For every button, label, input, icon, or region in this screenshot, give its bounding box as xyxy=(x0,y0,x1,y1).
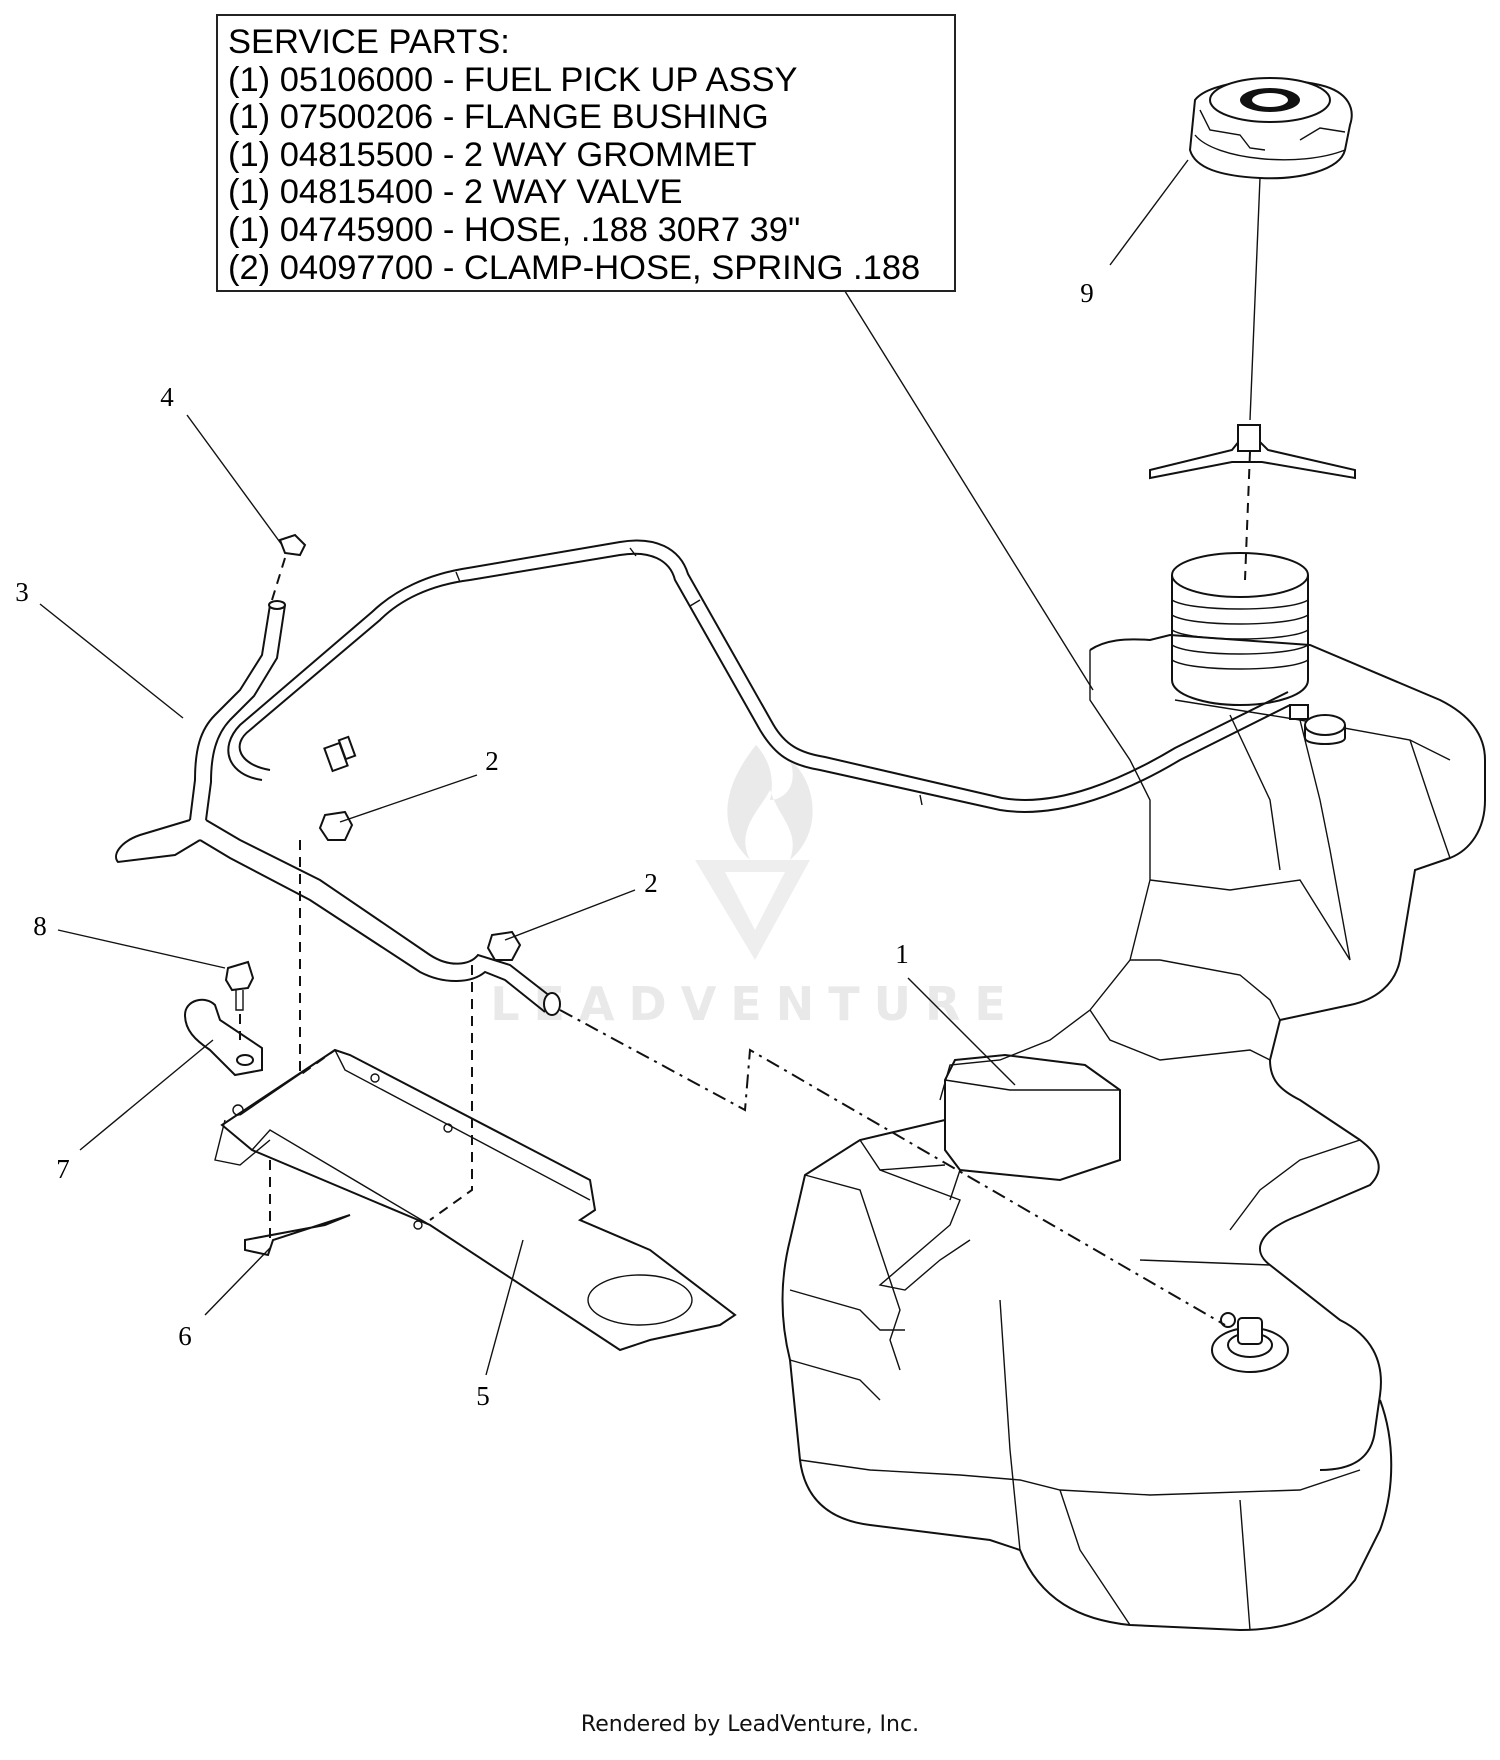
fuel-tank xyxy=(781,552,1486,1632)
callout-3: 3 xyxy=(15,577,29,607)
service-part-line: (1) 04815500 - 2 WAY GROMMET xyxy=(228,135,757,174)
cap-dashed-leader xyxy=(1244,451,1251,581)
foam-strip xyxy=(244,1214,351,1257)
service-part-line: (1) 04815400 - 2 WAY VALVE xyxy=(228,173,683,212)
fuel-hose xyxy=(115,600,561,1016)
callout-8: 8 xyxy=(33,911,47,941)
callout-4: 4 xyxy=(160,382,174,412)
hose-clip xyxy=(278,533,307,557)
service-part-line: (1) 05106000 - FUEL PICK UP ASSY xyxy=(228,60,798,99)
callout-9: 9 xyxy=(1080,278,1094,308)
footer-credit: Rendered by LeadVenture, Inc. xyxy=(580,1712,920,1737)
callout-5: 5 xyxy=(476,1381,490,1411)
assembly-dashed-line-b xyxy=(299,840,336,1077)
leadventure-watermark: LEADVENTURE xyxy=(490,745,1020,1031)
pickup-dashdot-line xyxy=(559,1009,1226,1326)
leader-lines xyxy=(39,159,1189,1376)
service-part-line: (2) 04097700 - CLAMP-HOSE, SPRING .188 xyxy=(228,248,921,287)
service-part-line: (1) 04745900 - HOSE, .188 30R7 39" xyxy=(228,210,801,249)
callout-2-lower: 2 xyxy=(644,868,658,898)
service-part-line: (1) 07500206 - FLANGE BUSHING xyxy=(228,98,769,137)
clip-dashed-leader xyxy=(271,557,286,601)
vent-hose xyxy=(227,539,1291,813)
callout-1: 1 xyxy=(895,939,909,969)
watermark-v-icon xyxy=(695,860,810,960)
service-parts-box: SERVICE PARTS: (1) 05106000 - FUEL PICK … xyxy=(216,14,956,292)
callout-2-upper: 2 xyxy=(485,746,499,776)
callout-7: 7 xyxy=(56,1154,70,1184)
watermark-text: LEADVENTURE xyxy=(490,977,1020,1031)
fuel-cap xyxy=(1149,77,1356,480)
hose-clamp-lower xyxy=(486,930,522,961)
service-parts-header: SERVICE PARTS: xyxy=(228,23,510,61)
hose-retainer-clip xyxy=(183,998,263,1077)
assembly-dashed-line-c xyxy=(429,965,473,1221)
tank-bracket xyxy=(214,1048,737,1352)
callout-6: 6 xyxy=(178,1321,192,1351)
hose-clamp-upper xyxy=(318,810,354,841)
screw xyxy=(224,960,255,1011)
watermark-flame-icon xyxy=(727,745,813,860)
